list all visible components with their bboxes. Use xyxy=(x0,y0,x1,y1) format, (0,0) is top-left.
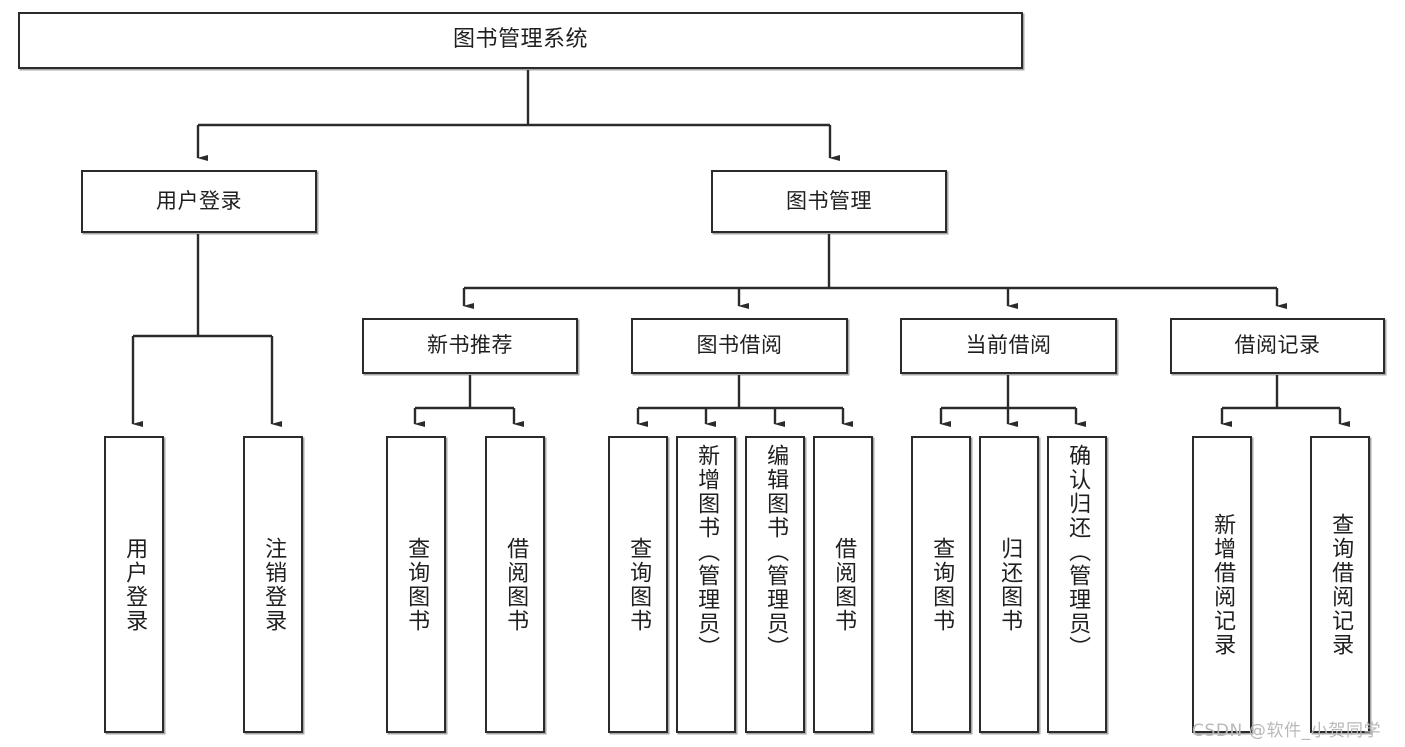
leaf-confirm-return-admin[interactable]: 确认归还（管理员） xyxy=(1047,436,1107,733)
leaf-query-book-recommend[interactable]: 查询图书 xyxy=(386,436,446,733)
leaf-user-login[interactable]: 用户登录 xyxy=(104,436,164,733)
leaf-add-book-admin[interactable]: 新增图书（管理员） xyxy=(676,436,736,733)
node-label: 用户登录 xyxy=(156,188,242,213)
node-label: 新书推荐 xyxy=(427,333,513,358)
leaf-return-book[interactable]: 归还图书 xyxy=(979,436,1039,733)
leaf-query-book-borrow[interactable]: 查询图书 xyxy=(608,436,668,733)
node-label: 借阅图书 xyxy=(831,536,857,633)
node-book-borrow[interactable]: 图书借阅 xyxy=(631,318,848,374)
node-label: 查询借阅记录 xyxy=(1328,512,1354,657)
node-label: 新增借阅记录 xyxy=(1210,512,1236,657)
leaf-add-borrow-record[interactable]: 新增借阅记录 xyxy=(1192,436,1252,733)
node-label: 图书借阅 xyxy=(696,333,783,358)
node-label: 当前借阅 xyxy=(965,333,1052,358)
leaf-logout[interactable]: 注销登录 xyxy=(243,436,303,733)
watermark-csdn: CSDN @软件_小贺同学 xyxy=(1192,721,1382,741)
node-label: 图书管理 xyxy=(786,188,872,213)
node-label: 查询图书 xyxy=(929,536,955,633)
node-new-book-recommend[interactable]: 新书推荐 xyxy=(362,318,578,374)
leaf-query-book-current[interactable]: 查询图书 xyxy=(911,436,971,733)
node-label: 注销登录 xyxy=(261,536,287,633)
node-label: 查询图书 xyxy=(626,536,652,633)
node-book-management[interactable]: 图书管理 xyxy=(711,170,947,233)
leaf-query-borrow-record[interactable]: 查询借阅记录 xyxy=(1310,436,1370,733)
leaf-edit-book-admin[interactable]: 编辑图书（管理员） xyxy=(745,436,805,733)
leaf-borrow-book[interactable]: 借阅图书 xyxy=(813,436,873,733)
node-label: 查询图书 xyxy=(404,536,430,633)
leaf-borrow-book-recommend[interactable]: 借阅图书 xyxy=(485,436,545,733)
node-label: 归还图书 xyxy=(997,536,1023,633)
node-borrow-record[interactable]: 借阅记录 xyxy=(1170,318,1385,374)
node-label: 图书管理系统 xyxy=(452,27,588,53)
node-root-system[interactable]: 图书管理系统 xyxy=(18,12,1023,69)
node-current-borrow[interactable]: 当前借阅 xyxy=(900,318,1117,374)
node-label: 用户登录 xyxy=(122,536,148,633)
node-label: 新增图书（管理员） xyxy=(694,444,720,660)
node-label: 编辑图书（管理员） xyxy=(763,444,789,660)
node-label: 借阅图书 xyxy=(503,536,529,633)
node-user-login[interactable]: 用户登录 xyxy=(81,170,317,233)
node-label: 确认归还（管理员） xyxy=(1065,444,1091,660)
node-label: 借阅记录 xyxy=(1234,333,1321,358)
